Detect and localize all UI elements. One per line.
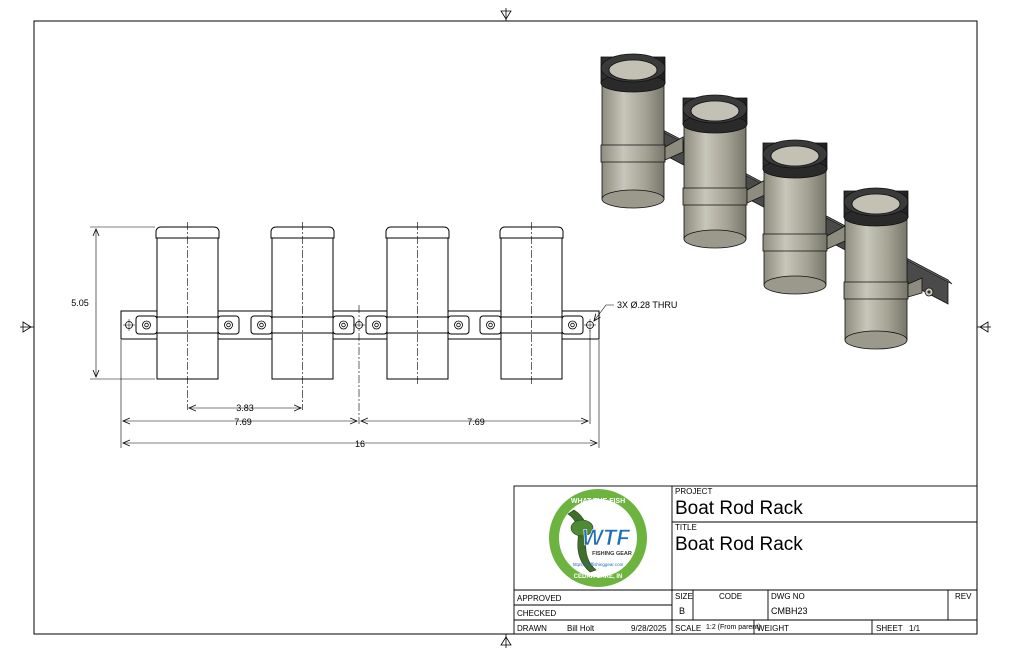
code-label: CODE (719, 592, 743, 601)
hole-note-leader (594, 304, 614, 321)
dim-overall: 16 (355, 439, 365, 449)
logo-url: https://wtffishinggear.com (573, 562, 624, 567)
strap-bolts (142, 320, 577, 330)
sheet-value: 1/1 (909, 624, 921, 633)
rev-label: REV (955, 592, 972, 601)
drawing-title: Boat Rod Rack (675, 534, 803, 555)
centerlines (187, 222, 532, 424)
iso-rod-holder-1 (600, 53, 684, 209)
iso-rod-holder-3 (762, 139, 846, 295)
title-block-grid (513, 485, 978, 635)
size-value: B (679, 606, 686, 616)
dim-half-left: 7.69 (234, 417, 252, 427)
dim-half-right: 7.69 (467, 417, 485, 427)
sheet-border (33, 20, 978, 635)
hole-crosshairs (123, 319, 596, 331)
dimension-texts: 5.05 3.83 7.69 7.69 16 3X Ø.28 THRU (71, 298, 677, 449)
logo-arc-top: WHAT THE FISH (571, 498, 625, 505)
dim-spacing: 3.83 (236, 403, 254, 413)
center-mark-top (500, 8, 512, 21)
project-label: PROJECT (675, 487, 713, 496)
drawn-label: DRAWN (517, 624, 547, 633)
logo-sub: FISHING GEAR (592, 551, 632, 557)
hole-note: 3X Ø.28 THRU (617, 300, 677, 310)
isometric-view (600, 53, 953, 350)
center-mark-bottom (500, 634, 512, 648)
center-mark-left (20, 321, 34, 333)
scale-label: SCALE (675, 624, 702, 633)
center-mark-right (977, 321, 991, 333)
iso-rod-holder-2 (682, 94, 766, 249)
dwg-no-value: CMBH23 (771, 606, 808, 616)
drawn-date: 9/28/2025 (631, 624, 667, 633)
drawn-by: Bill Holt (567, 624, 595, 633)
sheet-label: SHEET (876, 624, 903, 633)
checked-label: CHECKED (517, 609, 557, 618)
dimension-lines (90, 226, 614, 448)
approved-label: APPROVED (517, 594, 562, 603)
company-logo (546, 488, 650, 588)
dwg-no-label: DWG NO (771, 592, 805, 601)
iso-rod-holder-4 (843, 187, 923, 350)
logo-arc-bottom: CEDAR LAKE, IN (574, 574, 623, 580)
dim-height: 5.05 (71, 298, 89, 308)
front-view (120, 226, 600, 380)
scale-value: 1:2 (From parent) (706, 624, 761, 631)
weight-label: WEIGHT (757, 624, 789, 633)
title-label: TITLE (675, 523, 697, 532)
logo-mark: WTF (582, 525, 630, 550)
project-name: Boat Rod Rack (675, 498, 803, 519)
size-label: SIZE (675, 592, 693, 601)
